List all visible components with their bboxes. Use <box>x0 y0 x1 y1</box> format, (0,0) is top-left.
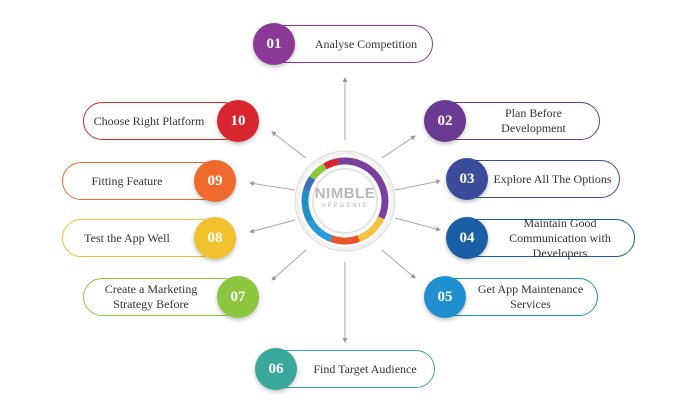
step-01-number-badge: 01 <box>253 23 295 65</box>
step-07-number-badge: 07 <box>217 276 259 318</box>
step-06-number-badge: 06 <box>255 348 297 390</box>
step-03-number-badge: 03 <box>446 158 488 200</box>
step-04-number-badge: 04 <box>446 217 488 259</box>
connector-arrow-09 <box>249 181 296 191</box>
connector-arrows <box>249 77 441 343</box>
ring-segment-1 <box>337 157 389 220</box>
logo-name: NIMBLE <box>314 185 376 202</box>
ring-segment-4 <box>307 219 333 242</box>
step-07-label: Create a Marketing Strategy Before <box>83 278 243 316</box>
step-08-label: Test the App Well <box>62 219 222 257</box>
step-10-number-badge: 10 <box>217 100 259 142</box>
connector-arrow-07 <box>271 249 307 281</box>
central-hub <box>294 150 396 252</box>
connector-arrow-03 <box>394 179 441 191</box>
step-08-number-badge: 08 <box>194 217 236 259</box>
ring-segment-8 <box>323 158 339 170</box>
ring-segment-5 <box>301 189 314 223</box>
ring-segment-7 <box>309 163 327 181</box>
ring-segment-6 <box>302 176 316 192</box>
step-05-number-badge: 05 <box>424 276 466 318</box>
company-logo: NIMBLE APPGENIE <box>308 186 382 210</box>
step-09-number-badge: 09 <box>194 160 236 202</box>
connector-arrow-10 <box>271 131 307 159</box>
step-02-number-badge: 02 <box>424 100 466 142</box>
connector-arrow-04 <box>394 217 441 232</box>
connector-arrow-05 <box>381 249 416 279</box>
connector-arrow-08 <box>249 219 296 234</box>
connector-arrow-02 <box>381 135 416 159</box>
ring-segment-3 <box>330 235 360 245</box>
hub-inner-disc <box>312 168 378 234</box>
logo-tagline: APPGENIE <box>321 203 369 209</box>
ring-segment-2 <box>357 216 385 242</box>
step-10-label: Choose Right Platform <box>83 102 243 140</box>
